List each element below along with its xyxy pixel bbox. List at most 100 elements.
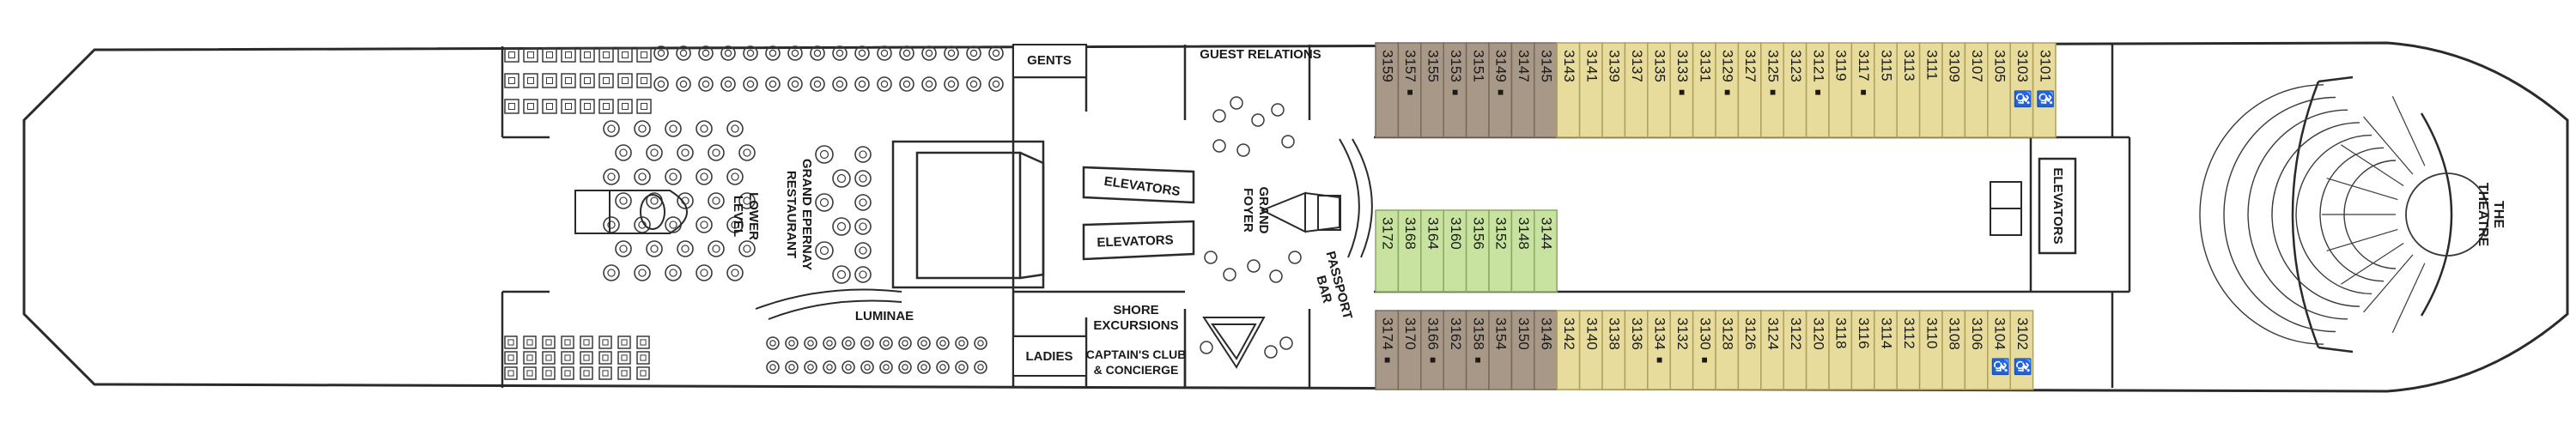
stateroom-3104[interactable]: 3104♿ [1987,310,2011,390]
table-seat [726,264,744,281]
stateroom-3131[interactable]: 3131 [1692,42,1716,138]
stateroom-3154[interactable]: 3154 [1488,310,1513,390]
stateroom-3114[interactable]: 3114 [1874,310,1898,390]
stateroom-number: 3113 [1901,50,1917,82]
stateroom-3147[interactable]: 3147 [1510,42,1535,138]
table-seat [810,45,825,61]
stateroom-3108[interactable]: 3108 [1941,310,1966,390]
stateroom-cell [1760,310,1784,390]
stateroom-3157[interactable]: 3157■ [1397,42,1422,138]
stateroom-3132[interactable]: 3132 [1669,310,1694,390]
stateroom-3155[interactable]: 3155 [1420,42,1444,138]
stateroom-3116[interactable]: 3116 [1850,310,1875,390]
stateroom-3135[interactable]: 3135 [1647,42,1671,138]
square-table [598,335,612,349]
stateroom-3111[interactable]: 3111 [1918,42,1943,138]
stateroom-3146[interactable]: 3146 [1534,310,1558,390]
stateroom-3136[interactable]: 3136 [1624,310,1649,390]
stateroom-3118[interactable]: 3118 [1828,310,1853,390]
stateroom-3124[interactable]: 3124 [1760,310,1784,390]
table-seat [766,360,780,374]
stateroom-3128[interactable]: 3128 [1715,310,1740,390]
stateroom-3144[interactable]: 3144 [1534,209,1558,293]
stateroom-3133[interactable]: 3133■ [1669,42,1694,138]
stateroom-3101[interactable]: 3101♿ [2032,42,2057,138]
stateroom-cell [1964,310,1989,390]
stateroom-3106[interactable]: 3106 [1964,310,1989,390]
stateroom-3168[interactable]: 3168 [1397,209,1422,293]
stateroom-3122[interactable]: 3122 [1783,310,1807,390]
stateroom-3140[interactable]: 3140 [1578,310,1603,390]
table-seat [698,45,714,61]
stateroom-3156[interactable]: 3156 [1465,209,1490,293]
stateroom-3150[interactable]: 3150 [1510,310,1535,390]
stateroom-3160[interactable]: 3160 [1443,209,1467,293]
stateroom-3126[interactable]: 3126 [1737,310,1762,390]
stateroom-cell [2032,42,2057,138]
table-seat [832,45,848,61]
stateroom-3139[interactable]: 3139 [1601,42,1626,138]
stateroom-3152[interactable]: 3152 [1488,209,1513,293]
stateroom-number: 3126 [1742,317,1759,350]
theatre-row [2295,134,2372,295]
table-seat [787,45,803,61]
square-table [561,73,576,88]
stateroom-3107[interactable]: 3107 [1964,42,1989,138]
stateroom-3110[interactable]: 3110 [1918,310,1943,390]
stateroom-3149[interactable]: 3149■ [1488,42,1513,138]
stateroom-3130[interactable]: 3130■ [1692,310,1716,390]
stateroom-3119[interactable]: 3119 [1828,42,1853,138]
stateroom-3166[interactable]: 3166■ [1420,310,1444,390]
stateroom-3102[interactable]: 3102♿ [2009,310,2034,390]
stateroom-3105[interactable]: 3105 [1987,42,2011,138]
stateroom-3164[interactable]: 3164 [1420,209,1444,293]
stateroom-3117[interactable]: 3117■ [1850,42,1875,138]
stateroom-3143[interactable]: 3143 [1556,42,1581,138]
stateroom-3113[interactable]: 3113 [1896,42,1921,138]
stateroom-3127[interactable]: 3127 [1737,42,1762,138]
stateroom-number: 3147 [1516,50,1532,82]
stateroom-3172[interactable]: 3172 [1375,209,1400,293]
stateroom-3153[interactable]: 3153■ [1443,42,1467,138]
stateroom-3125[interactable]: 3125■ [1760,42,1784,138]
stateroom-3123[interactable]: 3123 [1783,42,1807,138]
table-seat [810,76,825,92]
theatre-aisle [2391,96,2426,166]
lounge-chair [1271,103,1285,117]
stateroom-3115[interactable]: 3115 [1874,42,1898,138]
stateroom-3148[interactable]: 3148 [1510,209,1535,293]
square-table [580,335,593,349]
stateroom-3141[interactable]: 3141 [1578,42,1603,138]
stateroom-3137[interactable]: 3137 [1624,42,1649,138]
table-seat [708,144,725,161]
stateroom-3158[interactable]: 3158■ [1465,310,1490,390]
stateroom-3170[interactable]: 3170 [1397,310,1422,390]
connecting-stateroom-icon: ■ [1382,357,1394,363]
stateroom-3121[interactable]: 3121■ [1805,42,1830,138]
stateroom-cell [1510,209,1535,293]
table-seat [841,336,855,350]
stateroom-3162[interactable]: 3162 [1443,310,1467,390]
table-seat [815,145,834,164]
stateroom-3112[interactable]: 3112 [1896,310,1921,390]
stateroom-3103[interactable]: 3103♿ [2009,42,2034,138]
stateroom-3120[interactable]: 3120 [1805,310,1830,390]
stateroom-3151[interactable]: 3151 [1465,42,1490,138]
square-table [561,335,574,349]
table-seat [974,360,987,374]
stateroom-3174[interactable]: 3174■ [1375,310,1400,390]
table-seat [726,120,744,137]
table-seat [899,76,914,92]
stateroom-number: 3103 [2014,50,2031,82]
table-seat [720,76,736,92]
table-seat [766,336,780,350]
stateroom-cell [1578,310,1603,390]
stateroom-3145[interactable]: 3145 [1534,42,1558,138]
stateroom-3159[interactable]: 3159 [1375,42,1400,138]
lounge-chair [1212,139,1226,153]
stateroom-3134[interactable]: 3134■ [1647,310,1671,390]
stateroom-3129[interactable]: 3129■ [1715,42,1740,138]
stateroom-3142[interactable]: 3142 [1556,310,1581,390]
stateroom-3138[interactable]: 3138 [1601,310,1626,390]
stateroom-3109[interactable]: 3109 [1941,42,1966,138]
